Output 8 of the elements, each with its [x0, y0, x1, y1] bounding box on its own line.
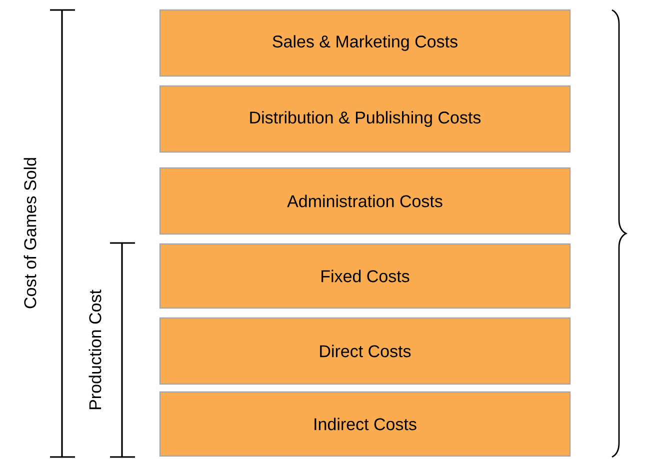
cost-box: Administration Costs [159, 167, 571, 235]
cost-box: Fixed Costs [159, 243, 571, 309]
cost-box: Direct Costs [159, 317, 571, 385]
cost-box: Sales & Marketing Costs [159, 9, 571, 77]
bracket-label: Production Cost [88, 290, 102, 410]
bracket-label: Cost of Games Sold [24, 158, 36, 308]
cost-box: Distribution & Publishing Costs [159, 85, 571, 153]
cost-box: Indirect Costs [159, 391, 571, 457]
